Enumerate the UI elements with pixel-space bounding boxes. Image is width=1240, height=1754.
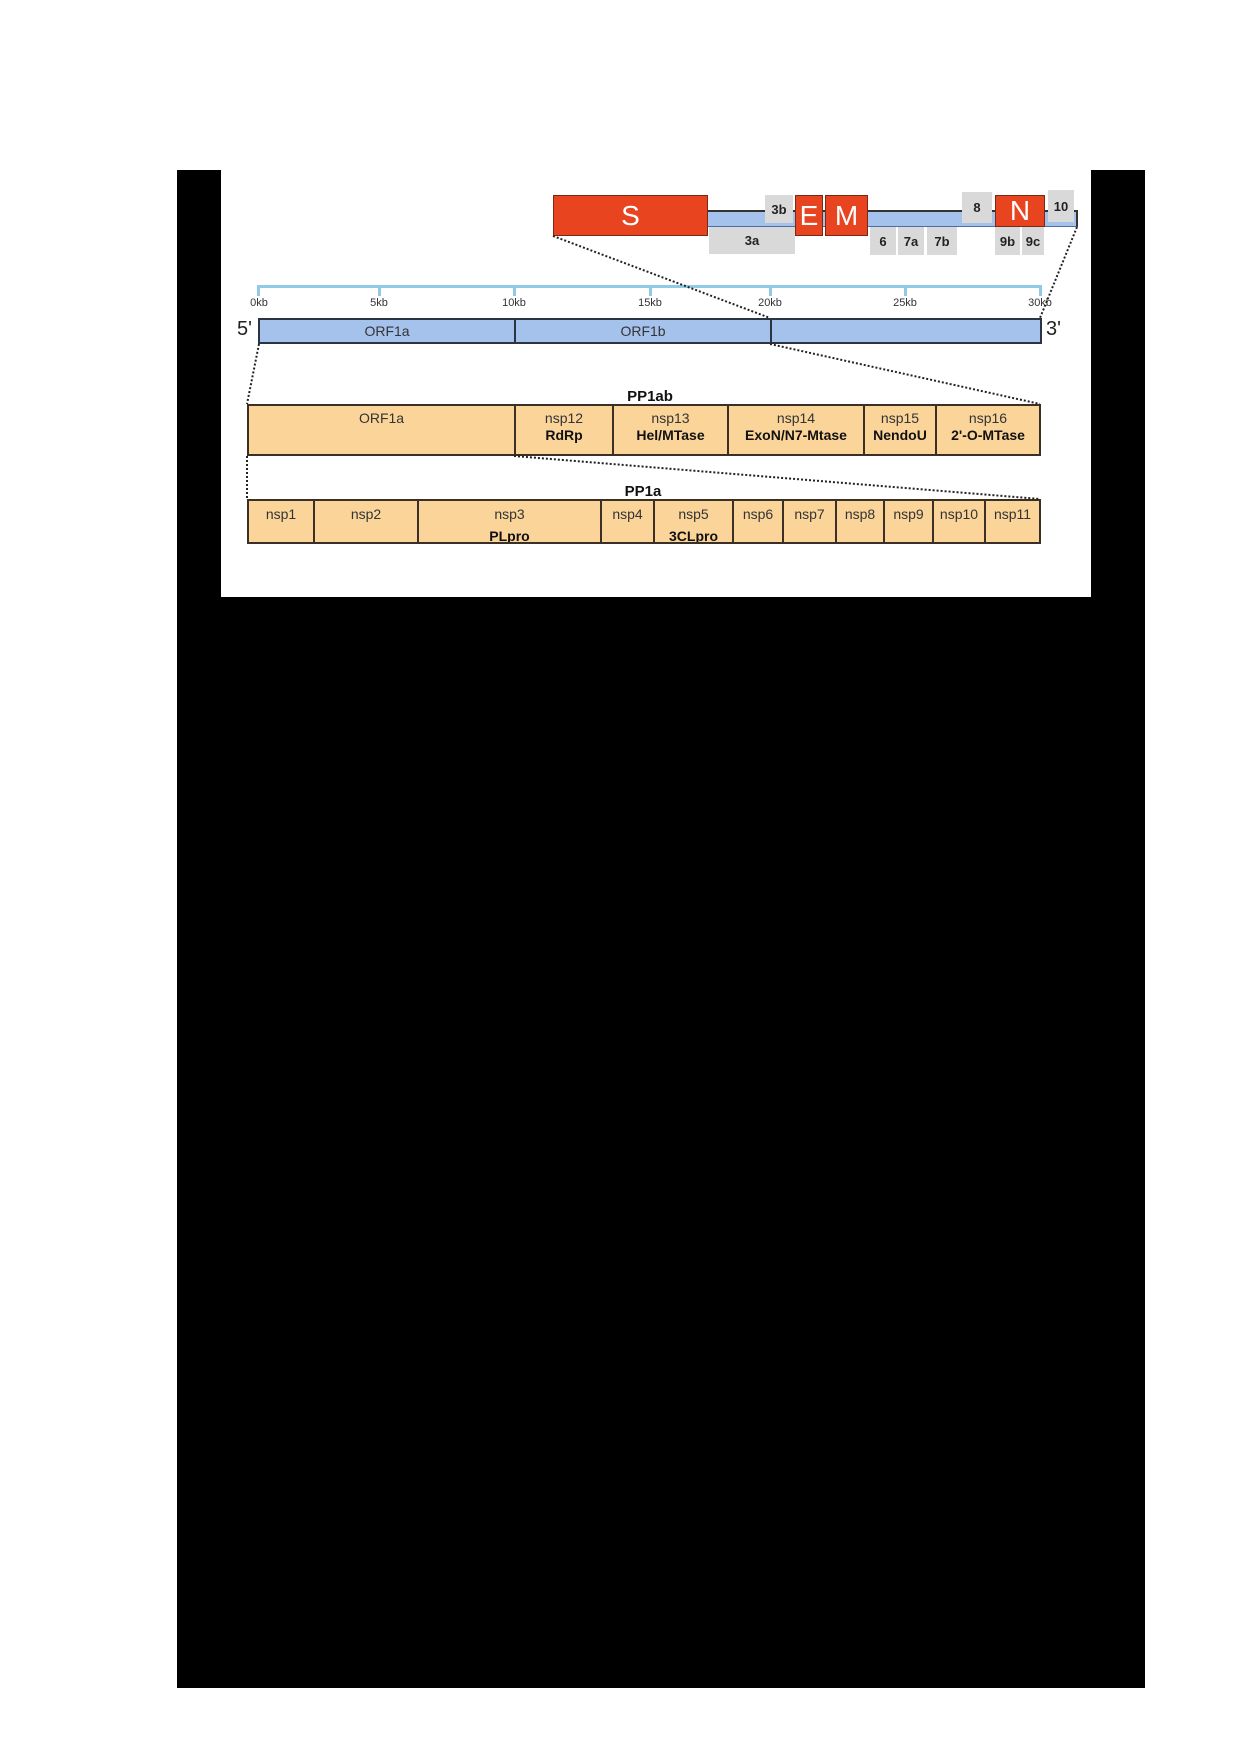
gene-M-membrane: M xyxy=(825,195,868,236)
pp1a-segment: nsp3 PLpro xyxy=(419,501,602,542)
segment-name: nsp10 xyxy=(939,506,979,522)
tick-label: 25kb xyxy=(893,297,917,309)
segment-name: nsp15 xyxy=(880,410,920,426)
segment-name: nsp4 xyxy=(612,506,643,522)
scale-tick xyxy=(1039,285,1042,296)
pp1a-segment: nsp6 xyxy=(734,501,784,542)
pp1a-title: PP1a xyxy=(624,483,662,500)
gene-7a: 7a xyxy=(898,227,924,255)
segment-name: nsp3 xyxy=(494,506,525,522)
segment-name: nsp12 xyxy=(544,410,584,426)
segment-name: nsp1 xyxy=(265,506,297,522)
segment-function: NendoU xyxy=(873,427,927,443)
gene-9b: 9b xyxy=(995,227,1020,255)
scale-tick xyxy=(904,285,907,296)
gene-9c: 9c xyxy=(1022,227,1044,255)
tick-label: 10kb xyxy=(502,297,526,309)
genome-segment-orf1a: ORF1a xyxy=(260,320,516,342)
pp1a-segment: nsp2 xyxy=(315,501,419,542)
pp1ab-segment: nsp16 2'-O-MTase xyxy=(937,406,1039,454)
pp1a-segment: nsp8 xyxy=(837,501,885,542)
pp1ab-segment: ORF1a xyxy=(249,406,516,454)
segment-function: ExoN/N7-Mtase xyxy=(745,427,847,443)
scale-tick xyxy=(513,285,516,296)
tick-label: 30kb xyxy=(1028,297,1052,309)
pp1a-segment: nsp7 xyxy=(784,501,837,542)
segment-name: nsp5 xyxy=(678,506,709,522)
segment-name: nsp6 xyxy=(742,506,774,522)
segment-name: nsp11 xyxy=(993,506,1032,522)
tick-label: 15kb xyxy=(638,297,662,309)
pp1ab-bar: ORF1a nsp12 RdRp nsp13 Hel/MTase nsp14 E… xyxy=(247,404,1041,456)
segment-name: nsp2 xyxy=(350,506,382,522)
segment-name: nsp9 xyxy=(893,506,924,522)
segment-name: nsp16 xyxy=(968,410,1008,426)
gene-S-spike: S xyxy=(553,195,708,236)
pp1a-segment: nsp9 xyxy=(885,501,934,542)
pp1ab-segment: nsp14 ExoN/N7-Mtase xyxy=(729,406,865,454)
gene-N-nucleocapsid: N xyxy=(995,195,1045,227)
gene-E-envelope: E xyxy=(795,195,823,236)
pp1ab-segment: nsp15 NendoU xyxy=(865,406,937,454)
segment-name: nsp13 xyxy=(651,410,690,426)
scale-tick xyxy=(769,285,772,296)
gene-3a: 3a xyxy=(709,227,795,254)
segment-function: Hel/MTase xyxy=(636,427,705,443)
segment-function: 2'-O-MTase xyxy=(951,427,1025,443)
tick-label: 20kb xyxy=(758,297,782,309)
three-prime-label: 3' xyxy=(1046,318,1061,340)
gene-3b: 3b xyxy=(765,195,793,223)
gene-6: 6 xyxy=(870,227,896,255)
segment-function: RdRp xyxy=(545,427,583,443)
genome-segment-orf1b: ORF1b xyxy=(516,320,772,342)
pp1ab-segment: nsp12 RdRp xyxy=(516,406,614,454)
tick-label: 0kb xyxy=(250,297,268,309)
segment-name: ORF1a xyxy=(358,410,405,426)
genome-bar: ORF1a ORF1b xyxy=(258,318,1042,344)
pp1a-segment: nsp5 3CLpro xyxy=(655,501,734,542)
segment-name: nsp8 xyxy=(844,506,876,522)
gene-10: 10 xyxy=(1048,190,1074,222)
gene-8: 8 xyxy=(962,192,992,223)
pp1a-segment: nsp1 xyxy=(249,501,315,542)
gene-7b: 7b xyxy=(927,227,957,255)
pp1a-segment: nsp10 xyxy=(934,501,986,542)
pp1a-bar: nsp1 nsp2 nsp3 PLpro nsp4 nsp5 3CLpro ns… xyxy=(247,499,1041,544)
segment-function: 3CLpro xyxy=(669,528,718,542)
pp1ab-title: PP1ab xyxy=(627,388,673,405)
scale-tick xyxy=(257,285,260,296)
pp1a-segment: nsp11 xyxy=(986,501,1039,542)
pp1ab-segment: nsp13 Hel/MTase xyxy=(614,406,729,454)
scale-tick xyxy=(649,285,652,296)
segment-function: PLpro xyxy=(489,528,530,542)
segment-name: nsp7 xyxy=(794,506,825,522)
tick-label: 5kb xyxy=(370,297,388,309)
segment-name: nsp14 xyxy=(776,410,816,426)
pp1a-segment: nsp4 xyxy=(602,501,655,542)
scale-tick xyxy=(378,285,381,296)
five-prime-label: 5' xyxy=(237,318,252,340)
